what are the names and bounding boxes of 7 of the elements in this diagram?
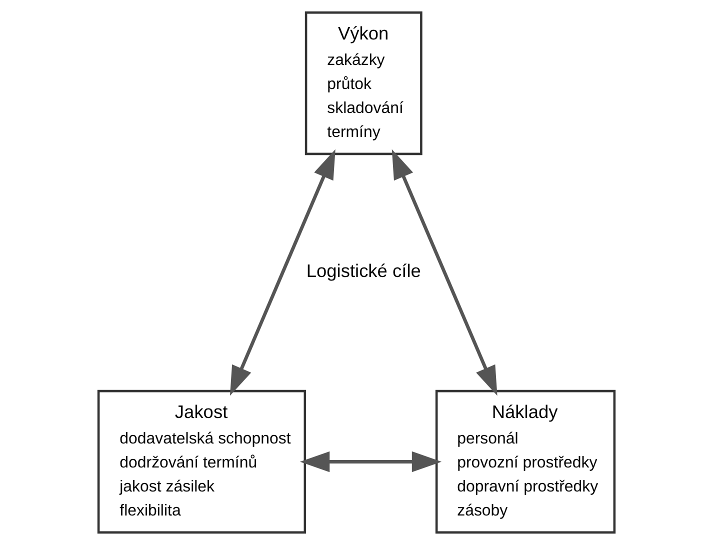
node-box: Výkon zakázky průtok skladování termíny	[304, 11, 422, 156]
arrow	[299, 451, 442, 472]
node-box: Jakost dodavatelská schopnost dodržování termínů jakost zásilek flexibilita	[96, 390, 306, 534]
node-box: Náklady personál provozní prostředky dopravní prostředky zásoby	[434, 390, 616, 534]
label: Logistické cíle	[306, 260, 420, 281]
arrow	[229, 149, 335, 396]
arrow	[391, 149, 497, 396]
